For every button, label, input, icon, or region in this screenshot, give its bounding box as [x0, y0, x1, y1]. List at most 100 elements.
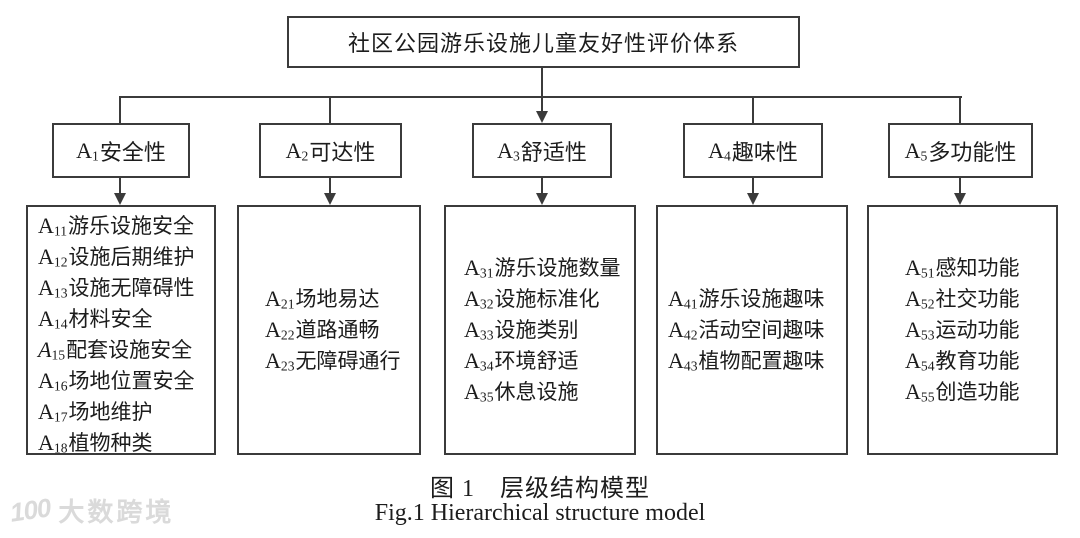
criterion-code: A42: [668, 316, 698, 342]
watermark-100-logo-icon: 100: [8, 492, 53, 528]
criterion-label: 配套设施安全: [66, 339, 193, 362]
criterion-code: A52: [905, 285, 935, 311]
sub-criterion-item: A32设施标准化: [464, 284, 634, 315]
sub-criterion-item: A53运动功能: [905, 315, 1056, 346]
connector-drop-a1: [119, 96, 121, 124]
category-code: A3: [497, 137, 520, 163]
category-label: 舒适性: [520, 139, 587, 165]
criterion-label: 设施标准化: [494, 287, 600, 311]
sub-criterion-item: A34环境舒适: [464, 346, 634, 377]
criterion-code: A13: [38, 275, 68, 301]
sub-criterion-item: A13设施无障碍性: [38, 273, 210, 304]
sub-criterion-item: A52社交功能: [905, 284, 1056, 315]
sub-criterion-item: A23无障碍通行: [265, 346, 419, 377]
criterion-code: A16: [38, 368, 68, 394]
connector-stem-a2: [329, 178, 331, 195]
criterion-label: 感知功能: [935, 256, 1020, 280]
connector-stem-a5: [959, 178, 961, 195]
connector-drop-a3: [541, 96, 543, 113]
sub-criterion-item: A41游乐设施趣味: [668, 284, 846, 315]
criterion-label: 运动功能: [935, 318, 1020, 342]
sub-criterion-item: A22道路通畅: [265, 315, 419, 346]
criterion-code: A35: [464, 378, 494, 404]
sub-criterion-item: A12设施后期维护: [38, 242, 210, 273]
criterion-label: 场地维护: [68, 401, 153, 424]
criterion-code: A31: [464, 254, 494, 280]
arrowhead-a2-icon: [324, 193, 336, 205]
category-code: A5: [904, 137, 928, 163]
criterion-label: 植物种类: [68, 432, 153, 455]
sub-criterion-item: A15配套设施安全: [38, 335, 210, 366]
criterion-label: 创造功能: [935, 380, 1020, 404]
figure-caption-en: Fig.1 Hierarchical structure model: [374, 500, 706, 526]
category-code: A4: [708, 137, 731, 163]
sub-criterion-item: A11游乐设施安全: [38, 211, 210, 242]
sub-criterion-item: A33设施类别: [464, 315, 634, 346]
criterion-label: 游乐设施数量: [494, 256, 621, 280]
watermark: 100 大数跨境: [8, 492, 175, 529]
criterion-code: A32: [464, 285, 494, 311]
sub-criterion-item: A14材料安全: [38, 304, 210, 335]
connector-stem-a1: [119, 178, 121, 195]
connector-trunk-line: [541, 68, 543, 97]
criterion-label: 设施后期维护: [68, 246, 195, 269]
criterion-code: A41: [668, 285, 698, 311]
criterion-label: 游乐设施安全: [68, 215, 195, 238]
criterion-code: A53: [905, 316, 935, 342]
arrowhead-a5-icon: [954, 193, 966, 205]
criterion-code: A14: [38, 306, 68, 332]
criterion-code: A15: [38, 337, 66, 363]
arrowhead-a3-icon: [536, 193, 548, 205]
criterion-code: A34: [464, 347, 494, 373]
criterion-code: A21: [265, 285, 295, 311]
criterion-code: A12: [38, 244, 68, 270]
criterion-label: 休息设施: [494, 380, 579, 404]
criterion-label: 设施无障碍性: [68, 277, 195, 300]
criterion-label: 场地位置安全: [68, 370, 195, 393]
category-label: 多功能性: [928, 139, 1017, 165]
criterion-code: A51: [905, 254, 935, 280]
sub-criterion-item: A35休息设施: [464, 377, 634, 408]
criterion-label: 活动空间趣味: [698, 318, 825, 342]
sub-criterion-item: A16场地位置安全: [38, 366, 210, 397]
sub-criterion-item: A21场地易达: [265, 284, 419, 315]
connector-stem-a4: [752, 178, 754, 195]
criterion-code: A17: [38, 399, 68, 425]
criterion-label: 设施类别: [494, 318, 579, 342]
sub-criterion-item: A51感知功能: [905, 253, 1056, 284]
criterion-label: 教育功能: [935, 349, 1020, 373]
sub-criterion-item: A42活动空间趣味: [668, 315, 846, 346]
criterion-label: 场地易达: [295, 287, 380, 311]
criterion-code: A54: [905, 347, 935, 373]
criterion-code: A18: [38, 430, 68, 456]
figure-caption-zh: 图 1 层级结构模型: [430, 476, 650, 502]
criterion-code: A55: [905, 378, 935, 404]
criterion-label: 游乐设施趣味: [698, 287, 825, 311]
criterion-label: 无障碍通行: [295, 349, 401, 373]
root-goal-title: 社区公园游乐设施儿童友好性评价体系: [347, 31, 739, 56]
category-code: A1: [76, 137, 99, 163]
arrowhead-a4-icon: [747, 193, 759, 205]
sub-criterion-item: A54教育功能: [905, 346, 1056, 377]
criterion-code: A22: [265, 316, 295, 342]
sub-criterion-item: A17场地维护: [38, 397, 210, 428]
sub-criterion-item: A18植物种类: [38, 428, 210, 459]
connector-stem-a3: [541, 178, 543, 195]
criterion-label: 材料安全: [68, 308, 153, 331]
watermark-text: 大数跨境: [58, 497, 175, 527]
criterion-label: 环境舒适: [494, 349, 579, 373]
connector-horizontal-bar: [119, 96, 962, 98]
criterion-label: 社交功能: [935, 287, 1020, 311]
category-label: 可达性: [309, 139, 376, 165]
criterion-code: A23: [265, 347, 295, 373]
sub-criterion-item: A43植物配置趣味: [668, 346, 846, 377]
connector-drop-a5: [959, 96, 961, 124]
arrowhead-a1-icon: [114, 193, 126, 205]
